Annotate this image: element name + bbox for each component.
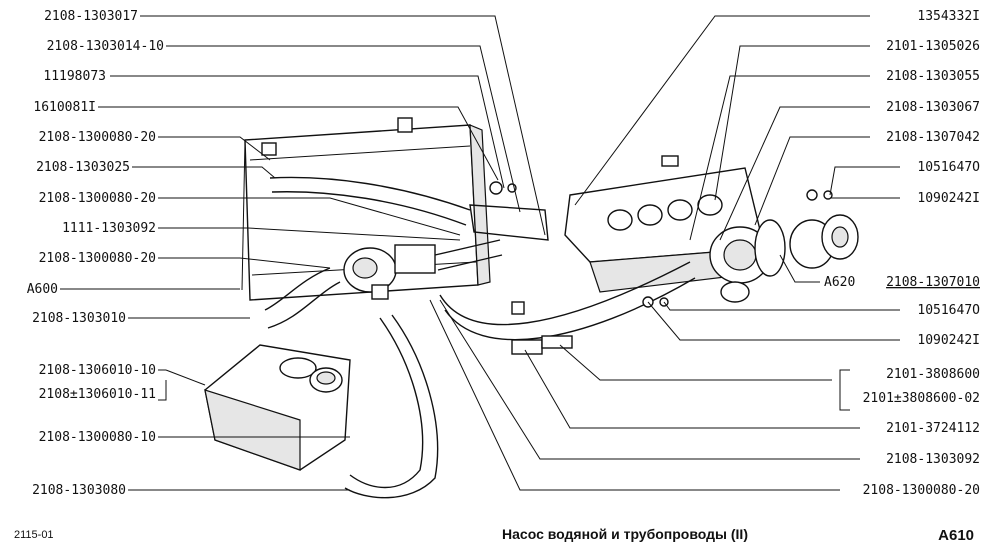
callout-label: 2101-3808600 xyxy=(886,367,980,382)
callout-label: 2108-1300080-20 xyxy=(39,251,156,266)
left-callouts: 2108-1303017 2108-1303014-10 1119807З 16… xyxy=(27,9,164,498)
assembly-drawing xyxy=(204,117,859,499)
callout-label: 2108-1307010 xyxy=(886,275,980,290)
callout-label: 2108-1303055 xyxy=(886,69,980,84)
callout-label: 2108-1303017 xyxy=(44,9,138,24)
callout-label: 2101±3808600-02 xyxy=(863,391,980,406)
footer-code: 2115-01 xyxy=(14,529,54,541)
callout-label: 1090242I xyxy=(917,333,980,348)
callout-label: 2108-1303010 xyxy=(32,311,126,326)
callout-label: 2101-1305026 xyxy=(886,39,980,54)
callout-label: 2108-1303067 xyxy=(886,100,980,115)
callout-label: 1610081I xyxy=(33,100,96,115)
callout-label: 1354332I xyxy=(917,9,980,24)
callout-label: 1111-1303092 xyxy=(62,221,156,236)
callout-label: 2108-1300080-20 xyxy=(39,191,156,206)
callout-label: 2108-1300080-20 xyxy=(863,483,980,498)
callout-label: 2108±1306010-11 xyxy=(39,387,156,402)
callout-label: 1051647O xyxy=(917,303,980,318)
callout-label: 2108-1303080 xyxy=(32,483,126,498)
callout-label: 2108-1303092 xyxy=(886,452,980,467)
cylinder-head xyxy=(564,155,761,293)
right-callouts: 1354332I 2101-1305026 2108-1303055 2108-… xyxy=(824,9,980,498)
footer-page-number: А610 xyxy=(938,527,974,544)
thermostat xyxy=(343,244,436,300)
callout-label: 2108-1303014-10 xyxy=(47,39,164,54)
expansion-tank xyxy=(204,344,351,471)
callout-label: 2108-1303025 xyxy=(36,160,130,175)
water-pump xyxy=(709,214,859,303)
callout-label: 1090242I xyxy=(917,191,980,206)
footer: 2115-01 Насос водяной и трубопроводы (II… xyxy=(14,526,974,544)
callout-label: 2108-1300080-10 xyxy=(39,430,156,445)
hoses xyxy=(264,176,696,499)
footer-title: Насос водяной и трубопроводы (II) xyxy=(502,526,748,542)
leader-lines xyxy=(60,15,900,491)
callout-label: 2108-1307042 xyxy=(886,130,980,145)
callout-label: 2101-3724112 xyxy=(886,421,980,436)
callout-label: 2108-1300080-20 xyxy=(39,130,156,145)
callout-label: 1051647O xyxy=(917,160,980,175)
callout-label: А620 xyxy=(824,275,855,290)
callout-label: 1119807З xyxy=(43,69,106,84)
callout-label: 2108-1306010-10 xyxy=(39,363,156,378)
callout-label: А600 xyxy=(27,282,58,297)
